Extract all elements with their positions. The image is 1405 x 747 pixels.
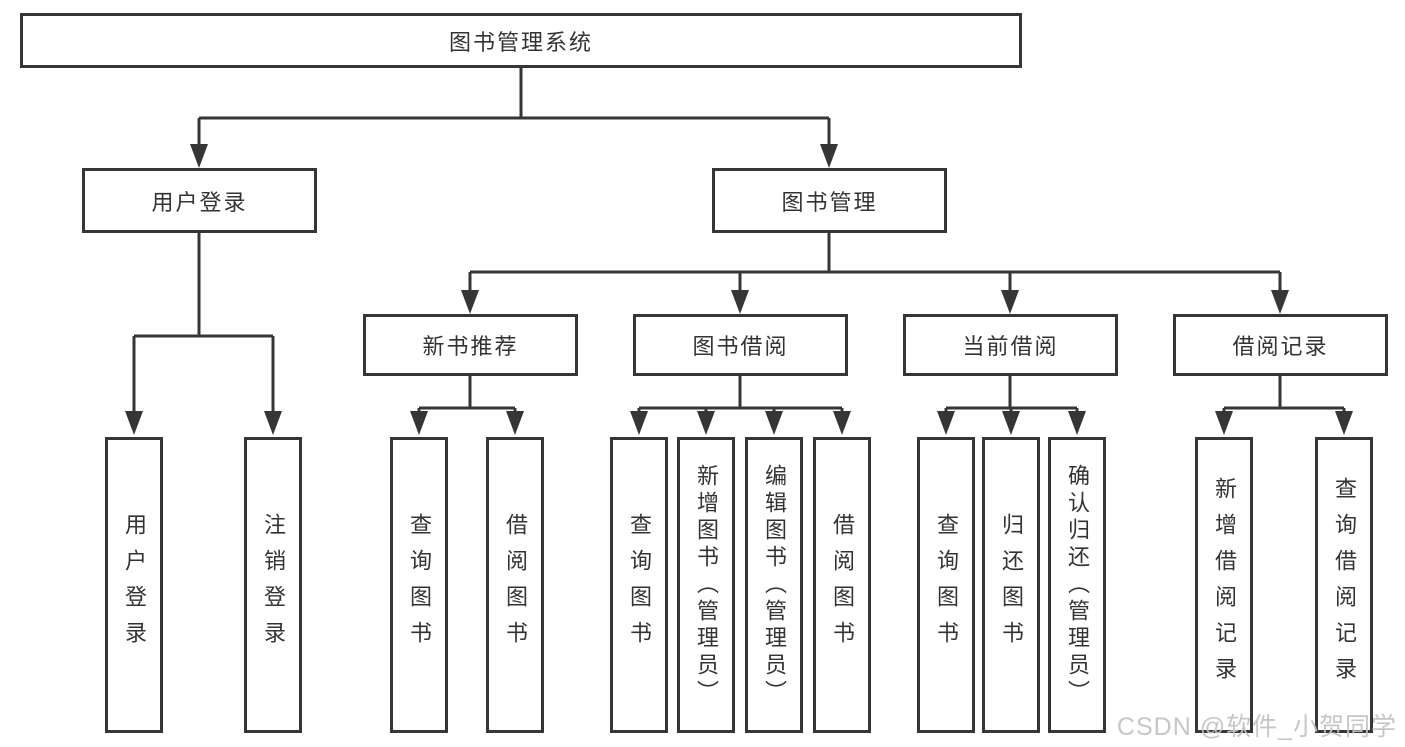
node-label: 图书管理系统	[448, 29, 593, 55]
node-label: 编辑图书（管理员）	[762, 463, 787, 707]
leaf-borrow-books: 借阅图书	[486, 437, 544, 733]
leaf-add-borrow-record: 新增借阅记录	[1195, 437, 1253, 733]
node-borrow-records: 借阅记录	[1173, 314, 1388, 376]
node-book-borrow: 图书借阅	[633, 314, 848, 376]
csdn-watermark: CSDN @软件_小贺同学	[1116, 713, 1397, 741]
node-label: 注销登录	[261, 513, 286, 657]
leaf-query-books: 查询图书	[390, 437, 448, 733]
node-label: 新书推荐	[422, 334, 519, 359]
node-label: 用户登录	[122, 513, 147, 657]
node-label: 借阅图书	[503, 513, 528, 657]
node-label: 借阅图书	[830, 513, 855, 657]
leaf-add-books-admin: 新增图书（管理员）	[677, 437, 735, 733]
leaf-edit-books-admin: 编辑图书（管理员）	[745, 437, 803, 733]
node-current-borrow: 当前借阅	[903, 314, 1118, 376]
node-label: 新增借阅记录	[1212, 477, 1237, 693]
leaf-return-books: 归还图书	[982, 437, 1040, 733]
node-label: 当前借阅	[962, 334, 1059, 359]
node-label: 用户登录	[151, 189, 248, 215]
node-label: 查询图书	[934, 513, 959, 657]
node-new-book-recommend: 新书推荐	[363, 314, 578, 376]
node-label: 借阅记录	[1232, 334, 1329, 359]
leaf-query-books: 查询图书	[610, 437, 668, 733]
node-root-system: 图书管理系统	[20, 13, 1022, 68]
node-label: 图书借阅	[692, 334, 789, 359]
node-label: 新增图书（管理员）	[694, 463, 719, 707]
leaf-query-borrow-record: 查询借阅记录	[1315, 437, 1373, 733]
leaf-user-login: 用户登录	[105, 437, 163, 733]
leaf-borrow-books: 借阅图书	[813, 437, 871, 733]
leaf-query-books: 查询图书	[917, 437, 975, 733]
node-label: 查询图书	[627, 513, 652, 657]
node-label: 确认归还（管理员）	[1065, 463, 1090, 707]
node-user-login: 用户登录	[82, 168, 317, 233]
node-label: 查询图书	[407, 513, 432, 657]
leaf-confirm-return-admin: 确认归还（管理员）	[1048, 437, 1106, 733]
node-book-management: 图书管理	[712, 168, 947, 233]
node-label: 归还图书	[999, 513, 1024, 657]
leaf-logout: 注销登录	[244, 437, 302, 733]
node-label: 图书管理	[781, 189, 878, 215]
node-label: 查询借阅记录	[1332, 477, 1357, 693]
